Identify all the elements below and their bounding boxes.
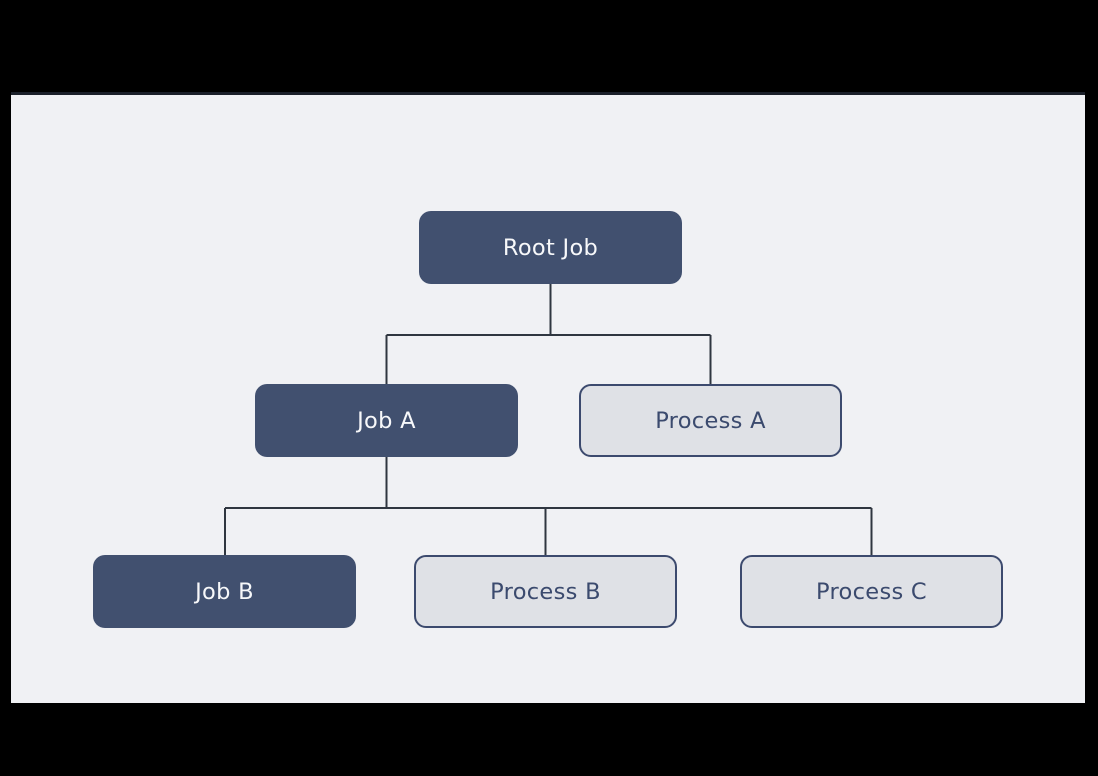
node-process-b: Process B [414, 555, 677, 628]
node-job-b: Job B [93, 555, 356, 628]
edge-rootjob-to-children [385, 284, 712, 384]
node-root-job-label: Root Job [502, 234, 599, 261]
diagram-canvas: Root Job Job A Process A Job B Process B… [11, 92, 1085, 703]
node-process-c-label: Process C [816, 578, 927, 605]
node-job-b-label: Job B [195, 578, 254, 605]
node-process-b-label: Process B [490, 578, 601, 605]
node-job-a-label: Job A [357, 407, 416, 434]
node-process-c: Process C [740, 555, 1003, 628]
edge-joba-to-children [224, 457, 873, 555]
node-process-a-label: Process A [655, 407, 766, 434]
node-process-a: Process A [579, 384, 842, 457]
node-job-a: Job A [255, 384, 518, 457]
node-root-job: Root Job [419, 211, 682, 284]
